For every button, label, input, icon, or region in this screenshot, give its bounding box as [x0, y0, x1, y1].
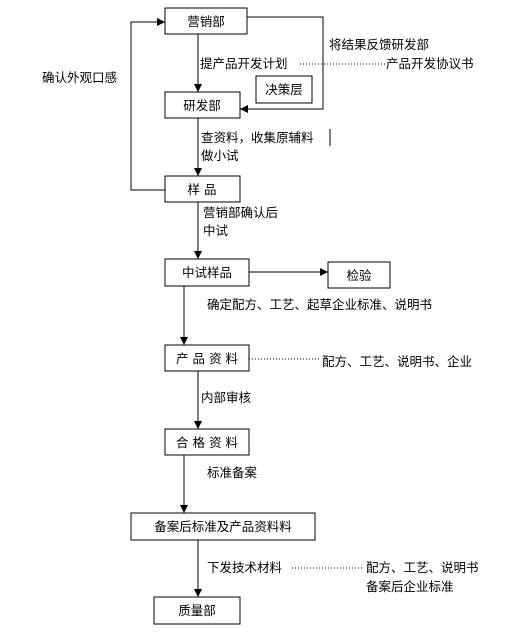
- label-issue: 下发技术材料: [207, 560, 283, 575]
- svg-text:备案后标准及产品资料料: 备案后标准及产品资料料: [154, 519, 292, 534]
- node-marketing: 营销部: [164, 7, 248, 35]
- label-agreement: 产品开发协议书: [386, 56, 474, 71]
- label-confirm-look: 确认外观口感: [42, 70, 117, 85]
- label-pilot-2: 中试: [203, 223, 229, 238]
- label-issue-note-2: 备案后企业标准: [366, 579, 454, 594]
- svg-text:检验: 检验: [346, 268, 372, 283]
- label-formula: 确定配方、工艺、起草企业标准、说明书: [207, 297, 432, 312]
- node-pilot-sample: 中试样品: [164, 258, 250, 287]
- node-filed-docs: 备案后标准及产品资料料: [130, 512, 316, 541]
- node-sample: 样 品: [164, 175, 241, 203]
- node-rnd: 研发部: [164, 91, 241, 119]
- node-qualified-docs: 合 格 资 料: [164, 428, 250, 456]
- node-quality: 质量部: [153, 596, 241, 625]
- svg-text:研发部: 研发部: [183, 98, 221, 113]
- confirm-loop-left: [130, 18, 165, 191]
- svg-text:中试样品: 中试样品: [182, 265, 232, 280]
- label-feedback: 将结果反馈研发部: [329, 37, 429, 52]
- label-research-2: 做小试: [201, 148, 239, 163]
- svg-text:质量部: 质量部: [178, 603, 216, 618]
- svg-text:样 品: 样 品: [188, 182, 217, 197]
- feedback-loop-right: [240, 16, 324, 113]
- node-inspection: 检验: [327, 261, 391, 289]
- label-pilot-1: 营销部确认后: [203, 205, 278, 220]
- node-product-docs: 产 品 资 料: [164, 344, 250, 372]
- label-filing: 标准备案: [207, 465, 258, 480]
- label-issue-note-1: 配方、工艺、说明书: [366, 560, 479, 575]
- svg-text:决策层: 决策层: [265, 82, 303, 97]
- label-research-1: 查资料，收集原辅料: [201, 130, 314, 145]
- node-decision: 决策层: [255, 75, 313, 104]
- svg-text:营销部: 营销部: [187, 14, 225, 29]
- svg-text:产 品 资 料: 产 品 资 料: [176, 351, 238, 366]
- svg-text:合 格 资 料: 合 格 资 料: [176, 435, 238, 450]
- label-product-docs-note: 配方、工艺、说明书、企业: [322, 354, 472, 369]
- label-plan: 提产品开发计划: [200, 56, 288, 71]
- label-review: 内部审核: [201, 390, 252, 405]
